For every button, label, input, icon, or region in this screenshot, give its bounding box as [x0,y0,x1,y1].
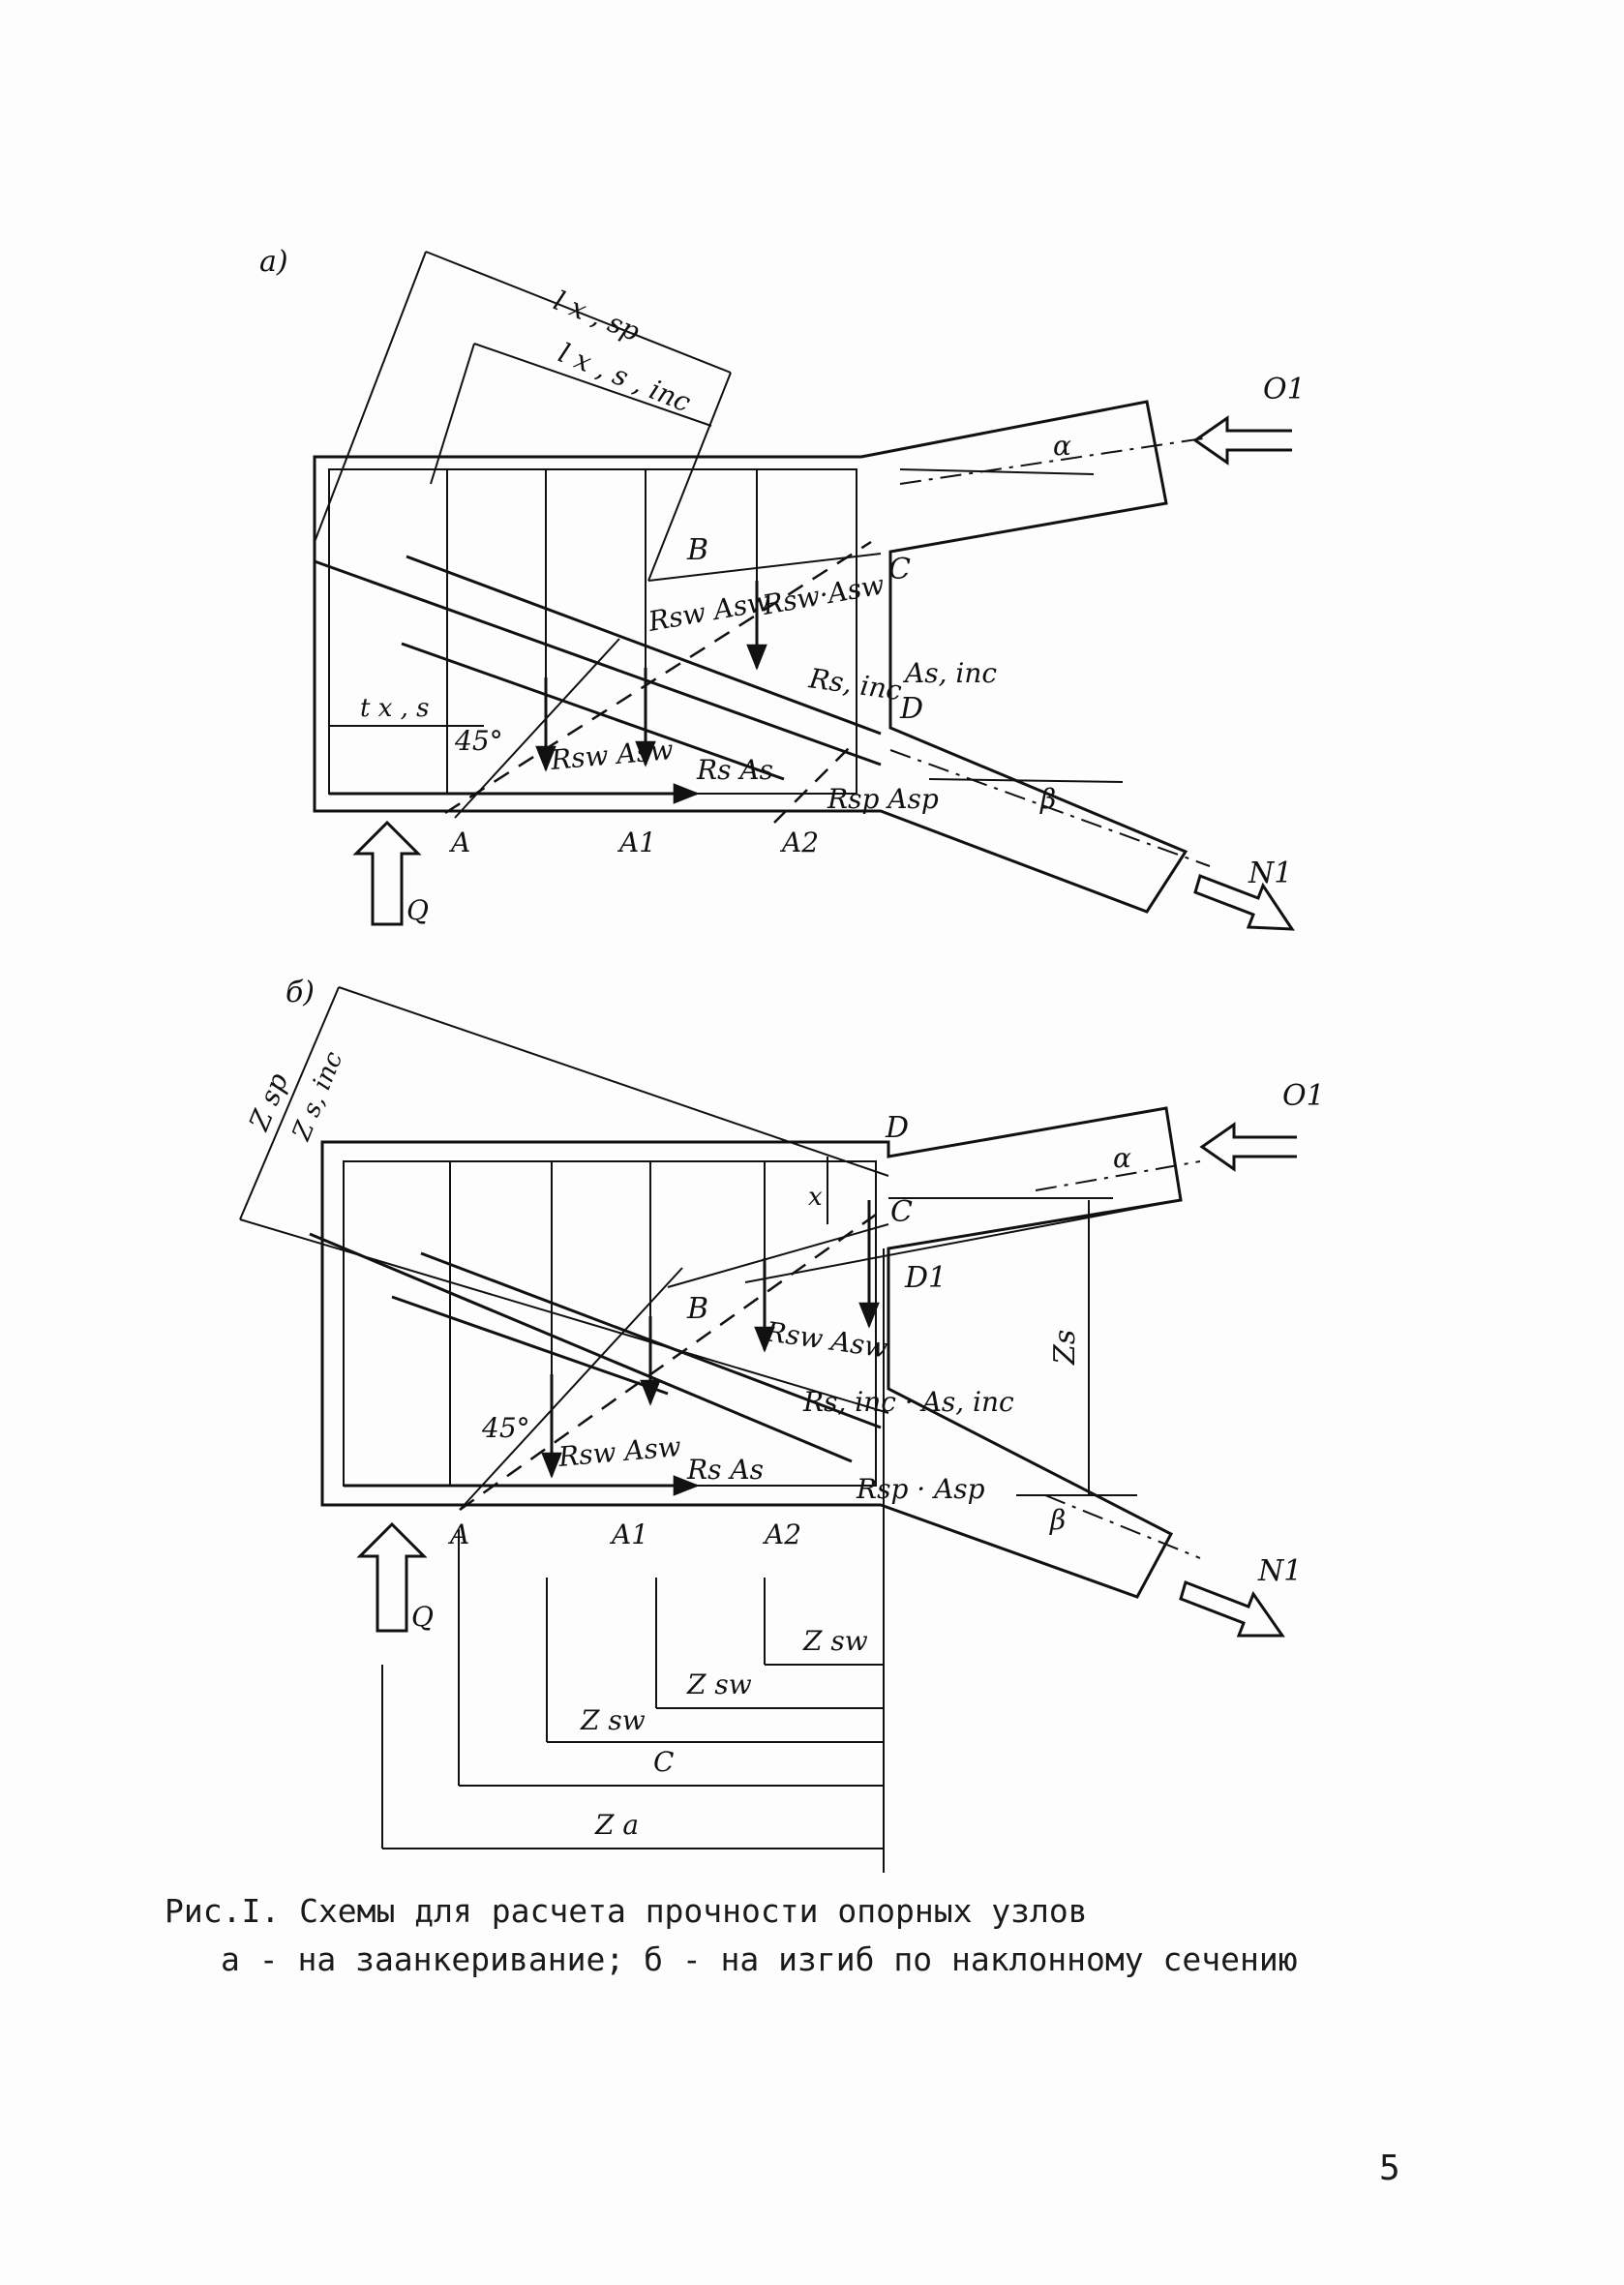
panel-b-label-d: D [885,1111,909,1145]
panel-a-45deg-line [454,638,620,819]
panel-a-label-rswasw-1: Rsw Asw [646,585,773,638]
panel-b-label-zsw-1: Z sw [802,1625,868,1657]
panel-a-label-txs: t x , s [360,694,430,723]
panel-a-label-a: A [448,827,470,858]
panel-a-label-asinc: As, inc [902,657,997,689]
panel-b-label-c-dim: C [653,1746,674,1778]
panel-a-lower-axis [889,749,1211,867]
panel-b-label-rsinc: Rs, inc · As, inc [802,1386,1014,1418]
panel-a-dash-2 [773,744,853,824]
panel-b-label-c: C [890,1195,913,1229]
panel-a-label-beta: β [1039,783,1056,815]
panel-a-label-o1: O1 [1263,373,1306,406]
panel-a-bar-2 [406,555,882,736]
panel-b-dim-zsp [239,986,340,1220]
panel-b-label-beta: β [1049,1504,1066,1536]
page-number: 5 [1379,2149,1400,2188]
panel-b-label-alpha: α [1113,1142,1131,1174]
panel-b: б) [239,976,1325,1873]
panel-a-label-c: C [888,553,911,586]
panel-a-beta-ref [928,778,1124,783]
panel-b-q-arrow [356,1521,428,1633]
panel-a-label-rspasp: Rsp Asp [827,783,939,815]
panel-b-label-x: x [808,1183,823,1212]
panel-b-label-n1: N1 [1257,1554,1302,1588]
panel-a-outer-contour [313,400,1188,914]
panel-a-q-arrow [352,820,422,926]
panel-a-dim-ext-1 [314,251,427,543]
panel-b-label-rswasw-1: Rsw Asw [763,1315,889,1364]
panel-b-label-45: 45° [481,1412,530,1444]
panel-a-label-rswasw-2: Rsw·Asw [760,568,887,621]
panel-a-label-lxsp: l x , sp [549,285,644,347]
panel-b-lower-axis [1044,1494,1201,1559]
panel-b-inclined-section [459,1213,877,1512]
panel-a-dim-ext-3 [430,343,475,485]
panel-a-label-n1: N1 [1248,857,1292,890]
panel-b-bottom-dims [381,1248,885,1873]
panel-a-dim-lxsp [425,251,732,374]
panel-b-label-rswasw-2: Rsw Asw [556,1430,682,1473]
panel-b-bar-1 [309,1232,853,1463]
panel-a-label-rswasw-3: Rsw Asw [549,734,675,776]
panel-b-dim-ext-1 [338,986,889,1177]
panel-b-inner-contour [343,1160,877,1487]
panel-a-label-a2: A2 [779,827,819,858]
panel-a-label-rsas: Rs As [696,754,773,786]
panel-b-label-q: Q [411,1601,434,1633]
panel-b-label-a1: A1 [609,1518,648,1550]
caption-line-1: Рис.I. Схемы для расчета прочности опорн… [165,1892,1088,1930]
panel-b-label-za: Z a [594,1809,639,1841]
panel-a-dim-ext-2 [647,372,732,582]
panel-b-label-zsinc: Z s, inc [286,1047,348,1145]
panel-a-inclined-section [444,540,872,815]
panel-b-label-zsp: Z sp [243,1068,295,1136]
panel-b-bar-3 [391,1295,669,1396]
panel-b-label-rsas: Rs As [686,1454,764,1486]
panel-a-upper-axis [899,436,1211,485]
panel-b-label-rspasp: Rsp · Asp [856,1473,985,1505]
panel-a-dim-lxsinc [473,343,712,427]
panel-b-line-bd1 [667,1223,889,1288]
panel-a-o1-arrow [1192,415,1292,466]
panel-b-n1-arrow [1179,1580,1285,1638]
panel-a-label-alpha: α [1053,430,1071,462]
panel-b-line-c [744,1199,1182,1283]
panel-b-dim-ext-2 [239,1218,889,1414]
panel-a-line-bc [647,553,882,582]
panel-a-label-45: 45° [454,725,503,757]
panel-a-alpha-ref [899,468,1095,475]
panel-b-outer-contour [320,1106,1183,1599]
panel-b-label-zs: Zs [1048,1330,1082,1366]
panel-b-45deg-line [459,1267,683,1511]
panel-a-label-b: B [686,533,708,567]
panel-b-tag: б) [286,976,315,1009]
panel-b-o1-arrow [1199,1122,1297,1172]
panel-b-upper-axis [1035,1160,1201,1191]
panel-b-label-b: B [686,1292,708,1326]
panel-a-label-a1: A1 [617,827,656,858]
panel-a-tag: а) [259,245,288,279]
panel-a-n1-arrow [1193,874,1295,931]
panel-b-label-zsw-2: Z sw [686,1669,752,1700]
panel-b-label-a2: A2 [762,1518,801,1550]
panel-b-label-d1: D1 [904,1261,947,1295]
panel-a-label-q: Q [406,894,429,926]
figure-caption: Рис.I. Схемы для расчета прочности опорн… [165,1887,1423,1984]
panel-b-label-zsw-3: Z sw [580,1704,646,1736]
panel-a: а) [259,245,1306,931]
panel-b-label-a: A [447,1518,469,1550]
panel-a-inner-contour [328,468,857,795]
panel-b-label-o1: O1 [1282,1079,1325,1113]
caption-line-2: а - на заанкеривание; б - на изгиб по на… [221,1940,1298,1978]
panel-a-label-d: D [899,692,923,726]
panel-a-bar-3 [401,642,785,781]
